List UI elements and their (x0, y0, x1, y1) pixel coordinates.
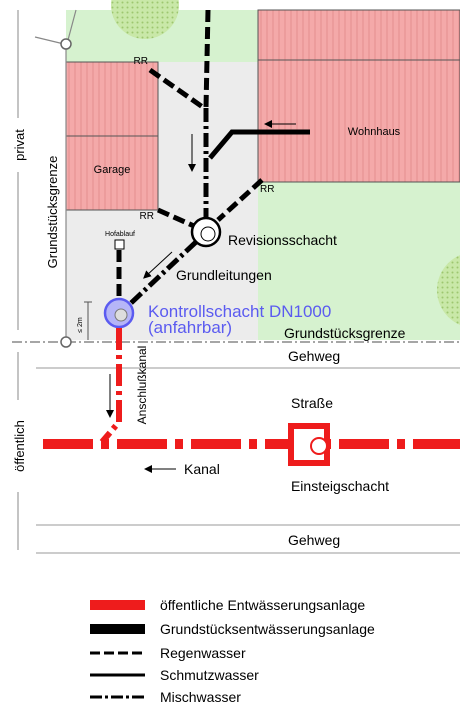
legend-label-private: Grundstücksentwässerungsanlage (160, 621, 375, 637)
tree-top (111, 0, 179, 39)
street-label: Straße (291, 395, 333, 411)
boundary-marker-bottom (60, 336, 72, 348)
ground-pipes-label: Grundleitungen (176, 267, 272, 283)
property-line-top (34, 36, 65, 45)
pipe-rain-rr-left (156, 207, 196, 229)
distance-label: ≤ 2m (77, 317, 84, 333)
yard-drain (114, 239, 125, 250)
pipe-combined-diagonal (128, 240, 198, 306)
pipe-rain-rr-top (148, 67, 206, 111)
tree-right (437, 255, 460, 325)
sidewalk-bottom-label: Gehweg (288, 532, 340, 548)
legend-label-public: öffentliche Entwässerungsanlage (160, 597, 365, 613)
legend-label-rain: Regenwasser (160, 645, 246, 661)
boundary-marker-top (60, 38, 72, 50)
pipe-sewage-house (208, 129, 310, 160)
connection-sewer (99, 328, 122, 444)
legend-label-combined: Mischwasser (160, 689, 241, 705)
control-shaft-sublabel: (anfahrbar) (148, 318, 232, 337)
sidewalk-top-label: Gehweg (288, 348, 340, 364)
flow-arrow-diagonal (143, 251, 173, 279)
yard-drain-label: Hofablauf (105, 231, 135, 238)
manhole-label: Einsteigschacht (291, 478, 389, 494)
inspection-shaft-label: Revisionsschacht (228, 232, 337, 248)
legend-symbol-private (90, 624, 145, 634)
legend-label-sewage: Schmutzwasser (160, 667, 259, 683)
garage-label: Garage (94, 164, 131, 176)
property-line-label: Grundstücksgrenze (284, 325, 406, 341)
rr-top-label: RR (134, 56, 148, 67)
pipe-rain-rr-right (216, 178, 264, 222)
legend: öffentliche Entwässerungsanlage Grundstü… (90, 597, 375, 705)
public-label: öffentlich (12, 420, 27, 472)
lawn-right (258, 180, 460, 340)
property-line-vertical-label: Grundstücksgrenze (45, 156, 60, 269)
private-label: privat (12, 129, 27, 161)
connection-sewer-label: Anschlußkanal (135, 346, 149, 425)
legend-symbol-public (90, 600, 145, 610)
sewer-label: Kanal (184, 461, 220, 477)
control-shaft-label: Kontrollschacht DN1000 (148, 302, 331, 321)
house-label: Wohnhaus (348, 126, 401, 138)
rr-left-label: RR (140, 211, 154, 222)
house (257, 9, 460, 183)
rr-right-label: RR (260, 184, 274, 195)
